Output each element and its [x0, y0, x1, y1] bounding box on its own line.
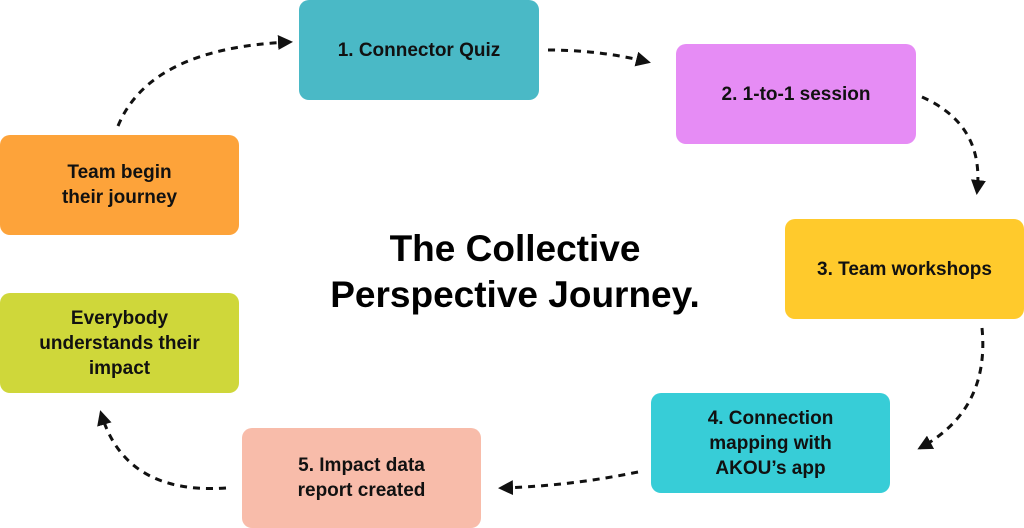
arrow-mapping-to-report	[498, 470, 639, 496]
step-team-workshops: 3. Team workshops	[785, 219, 1024, 319]
arrow-workshops-to-mapping	[917, 327, 985, 450]
diagram-title: The Collective Perspective Journey.	[330, 228, 700, 315]
arrow-quiz-to-session	[547, 48, 651, 67]
arrow-session-to-workshops	[921, 95, 986, 195]
step-one-to-one-session: 2. 1-to-1 session	[676, 44, 916, 144]
arrow-begin-to-quiz	[116, 35, 293, 127]
step-everybody-understands: Everybody understands their impact	[0, 293, 239, 393]
arrow-report-to-understanding	[97, 410, 227, 491]
step-impact-report: 5. Impact data report created	[242, 428, 481, 528]
step-team-begin: Team begin their journey	[0, 135, 239, 235]
step-connection-mapping: 4. Connection mapping with AKOU’s app	[651, 393, 890, 493]
step-connector-quiz: 1. Connector Quiz	[299, 0, 539, 100]
